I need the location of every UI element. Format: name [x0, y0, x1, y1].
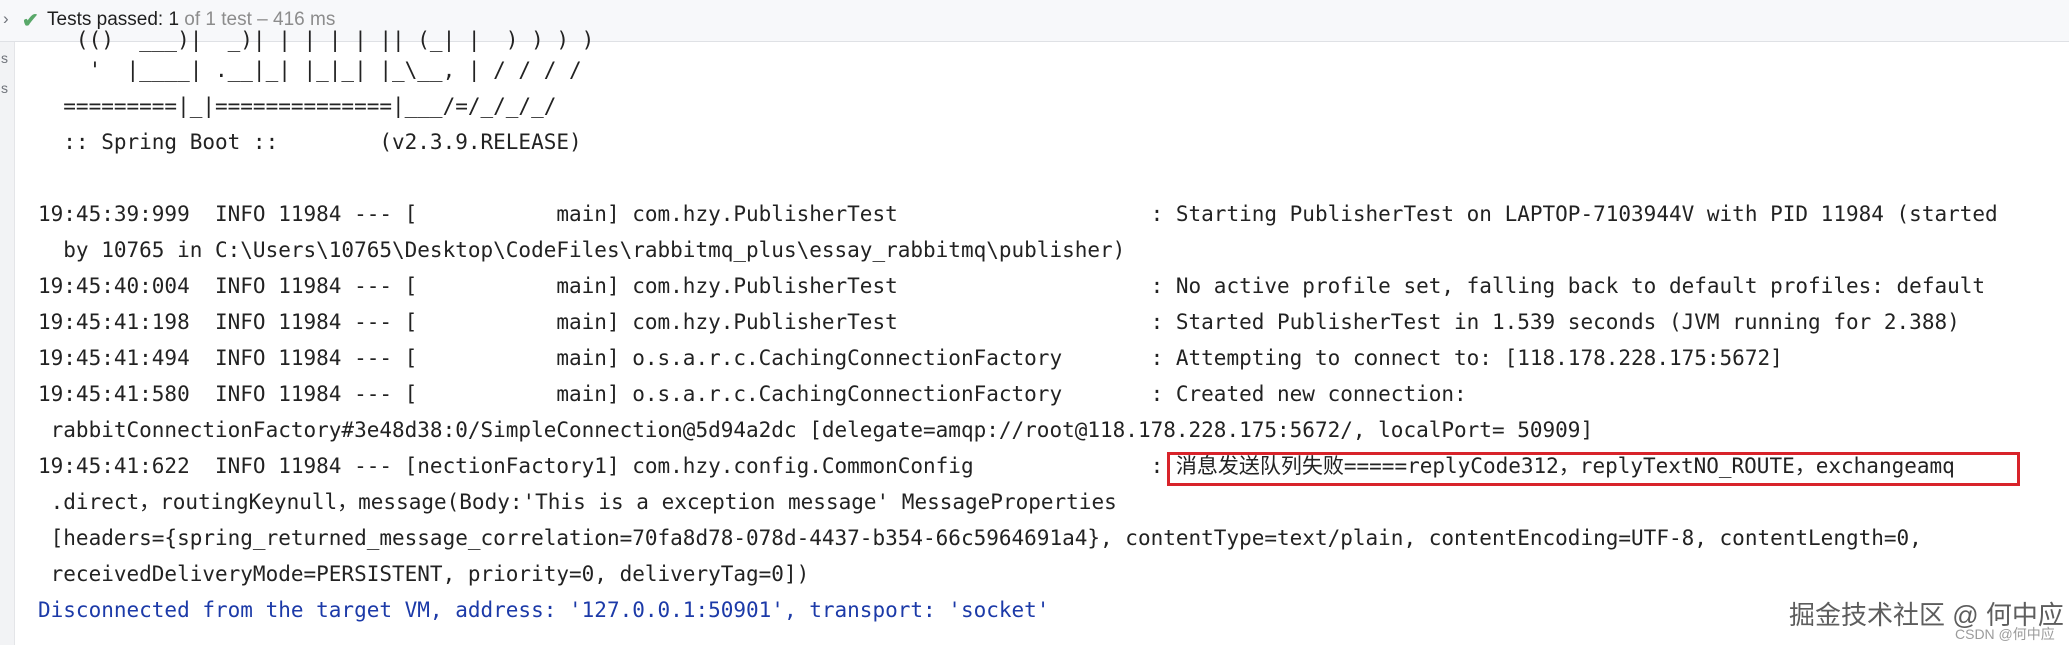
error-highlight-box [1167, 452, 2020, 486]
console-log-line: .direct，routingKeynull，message(Body:'Thi… [38, 490, 1117, 514]
watermark-juejin: 掘金技术社区 @ 何中应 [1789, 600, 2064, 630]
gutter-glyph: s [1, 80, 8, 96]
left-gutter: s s [0, 42, 15, 645]
test-status-text: Tests passed: 1 of 1 test – 416 ms [47, 9, 335, 31]
expand-arrow-icon[interactable]: › [3, 9, 9, 28]
console-log-line-error: 19:45:41:622 INFO 11984 --- [nectionFact… [38, 454, 1955, 478]
watermark-csdn: CSDN @何中应 [1955, 626, 2055, 642]
console-log-line: 19:45:39:999 INFO 11984 --- [ main] com.… [38, 202, 1998, 226]
console-log-line: 19:45:41:198 INFO 11984 --- [ main] com.… [38, 310, 1960, 334]
console-disconnect-line: Disconnected from the target VM, address… [38, 598, 1050, 622]
status-count: 1 [168, 9, 180, 30]
console-line-banner: =========|_|==============|___/=/_/_/_/ [38, 94, 557, 118]
console-log-line: receivedDeliveryMode=PERSISTENT, priorit… [38, 562, 810, 586]
console-log-line: by 10765 in C:\Users\10765\Desktop\CodeF… [38, 238, 1126, 262]
console-log-line: 19:45:41:494 INFO 11984 --- [ main] o.s.… [38, 346, 1783, 370]
console-line-banner: :: Spring Boot :: (v2.3.9.RELEASE) [38, 130, 582, 154]
gutter-glyph: s [1, 50, 8, 66]
console-line-banner: ' |____| .__|_| |_|_| |_\__, | / / / / [38, 58, 582, 82]
status-label: Tests passed: [47, 9, 169, 30]
console-log-line: rabbitConnectionFactory#3e48d38:0/Simple… [38, 418, 1594, 442]
console-line-banner: (() ___)| _)| | | | | || (_| | ) ) ) ) [38, 28, 595, 52]
check-icon: ✔ [22, 10, 39, 32]
console-log-line: [headers={spring_returned_message_correl… [38, 526, 1922, 550]
console-output[interactable]: (() ___)| _)| | | | | || (_| | ) ) ) ) '… [0, 28, 2069, 645]
console-log-line: 19:45:40:004 INFO 11984 --- [ main] com.… [38, 274, 1986, 298]
console-log-line: 19:45:41:580 INFO 11984 --- [ main] o.s.… [38, 382, 1467, 406]
test-status-bar: › ✔ Tests passed: 1 of 1 test – 416 ms [0, 0, 2069, 42]
status-detail: of 1 test – 416 ms [179, 9, 336, 30]
